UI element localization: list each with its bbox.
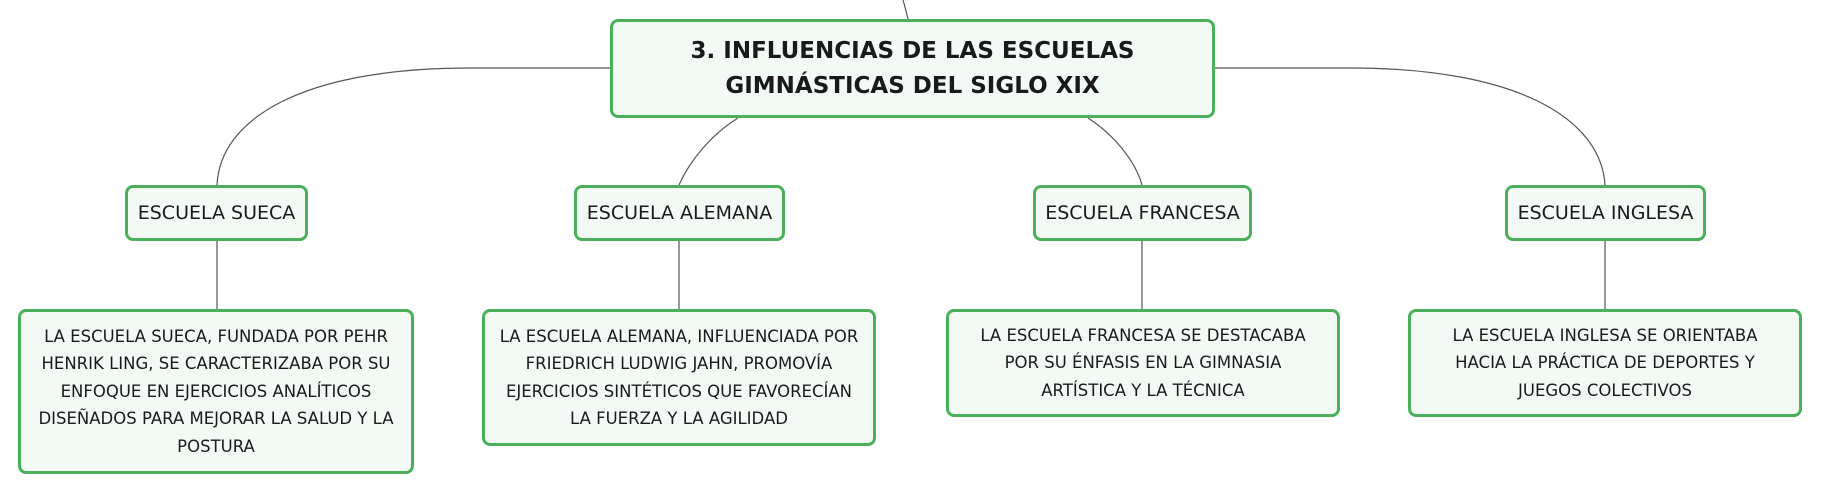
branch-label: ESCUELA ALEMANA (586, 202, 773, 224)
branch-label: ESCUELA FRANCESA (1045, 202, 1240, 224)
detail-escuela-alemana[interactable]: LA ESCUELA ALEMANA, INFLUENCIADA POR FRI… (482, 309, 876, 446)
branch-escuela-sueca[interactable]: ESCUELA SUECA (125, 185, 308, 241)
connector-root-alemana (678, 117, 739, 186)
detail-text: LA ESCUELA FRANCESA SE DESTACABA POR SU … (980, 325, 1306, 400)
root-topic[interactable]: 3. INFLUENCIAS DE LAS ESCUELAS GIMNÁSTIC… (610, 19, 1215, 118)
branch-escuela-alemana[interactable]: ESCUELA ALEMANA (574, 185, 785, 241)
branch-escuela-inglesa[interactable]: ESCUELA INGLESA (1505, 185, 1706, 241)
detail-text: LA ESCUELA INGLESA SE ORIENTABA HACIA LA… (1452, 325, 1758, 400)
root-topic-label: 3. INFLUENCIAS DE LAS ESCUELAS GIMNÁSTIC… (690, 37, 1135, 99)
connector-root-inglesa (1215, 67, 1606, 186)
connector-root-francesa (1087, 117, 1143, 186)
connector-parent (902, 0, 909, 20)
detail-escuela-inglesa[interactable]: LA ESCUELA INGLESA SE ORIENTABA HACIA LA… (1408, 309, 1802, 417)
detail-escuela-sueca[interactable]: LA ESCUELA SUECA, FUNDADA POR PEHR HENRI… (18, 309, 414, 474)
branch-label: ESCUELA SUECA (137, 202, 296, 224)
connector-root-sueca (216, 67, 610, 186)
detail-text: LA ESCUELA SUECA, FUNDADA POR PEHR HENRI… (38, 326, 394, 456)
detail-text: LA ESCUELA ALEMANA, INFLUENCIADA POR FRI… (499, 326, 859, 429)
detail-escuela-francesa[interactable]: LA ESCUELA FRANCESA SE DESTACABA POR SU … (946, 309, 1340, 417)
branch-escuela-francesa[interactable]: ESCUELA FRANCESA (1033, 185, 1252, 241)
branch-label: ESCUELA INGLESA (1517, 202, 1694, 224)
